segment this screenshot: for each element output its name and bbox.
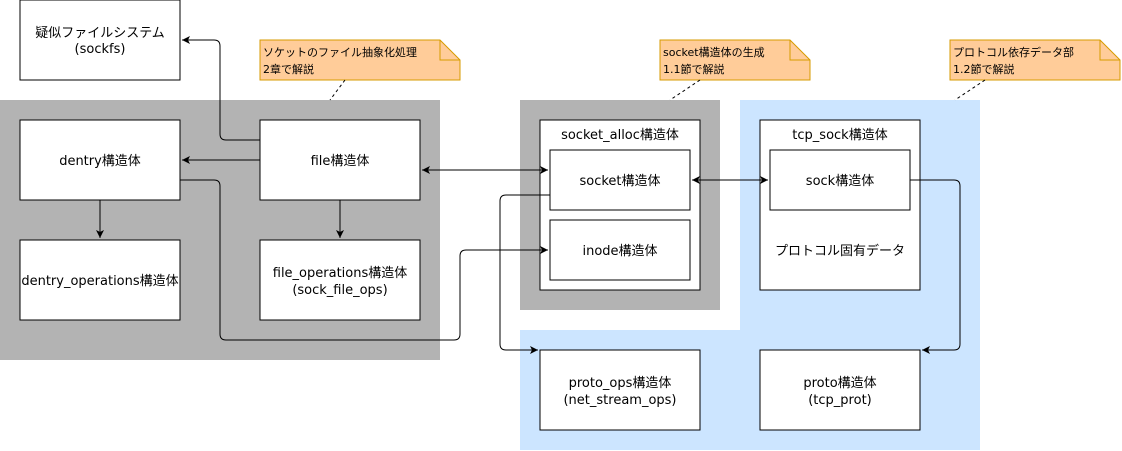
note-connector-file [329, 79, 346, 101]
proto-data-label: プロトコル固有データ [775, 243, 905, 259]
note-connector-proto [954, 79, 986, 101]
arrow-dentry-to-inode [180, 179, 548, 341]
dentry-box: dentry構造体 [19, 119, 181, 201]
note-socket-create-line1: socket構造体の生成 [663, 45, 765, 59]
socket-box: socket構造体 [549, 149, 691, 211]
sock-box: sock構造体 [769, 149, 911, 211]
proto-line1: proto構造体 [803, 376, 876, 391]
dentry-ops-label: dentry_operations構造体 [21, 274, 178, 289]
tcp-sock-label: tcp_sock構造体 [792, 128, 887, 143]
file-label: file構造体 [311, 154, 370, 169]
note-file-abstraction-line2: 2章で解説 [263, 62, 314, 76]
inode-label: inode構造体 [582, 244, 657, 259]
file-ops-box: file_operations構造体 (sock_file_ops) [259, 239, 421, 321]
file-box: file構造体 [259, 119, 421, 201]
proto-ops-line2: (net_stream_ops) [563, 393, 676, 408]
note-socket-create-line2: 1.1節で解説 [663, 62, 725, 76]
proto-ops-box: proto_ops構造体 (net_stream_ops) [539, 349, 701, 431]
socket-alloc-label: socket_alloc構造体 [561, 128, 679, 143]
proto-line2: (tcp_prot) [808, 393, 872, 408]
arrow-socket-to-proto-ops [499, 194, 550, 354]
note-socket-create: socket構造体の生成 1.1節で解説 [659, 39, 811, 81]
note-proto-data-line2: 1.2節で解説 [953, 62, 1015, 76]
note-file-abstraction-line1: ソケットのファイル抽象化処理 [263, 45, 417, 59]
inode-box: inode構造体 [549, 219, 691, 281]
sock-label: sock構造体 [806, 174, 874, 189]
note-proto-data-line1: プロトコル依存データ部 [953, 45, 1074, 59]
arrow-file-to-sockfs [182, 36, 260, 141]
sockfs-line2: (sockfs) [75, 42, 126, 57]
sockfs-box: 疑似ファイルシステム (sockfs) [19, 0, 181, 81]
sockfs-line1: 疑似ファイルシステム [35, 25, 165, 41]
proto-ops-line1: proto_ops構造体 [569, 376, 672, 391]
dentry-ops-box: dentry_operations構造体 [19, 239, 181, 321]
file-ops-line1: file_operations構造体 [273, 266, 408, 281]
note-file-abstraction: ソケットのファイル抽象化処理 2章で解説 [259, 39, 461, 81]
dentry-label: dentry構造体 [59, 154, 141, 169]
note-connector-socket [669, 79, 701, 101]
socket-label: socket構造体 [579, 174, 660, 189]
note-proto-data: プロトコル依存データ部 1.2節で解説 [949, 39, 1121, 81]
file-ops-line2: (sock_file_ops) [292, 283, 387, 298]
arrow-sock-to-proto [910, 179, 961, 354]
proto-box: proto構造体 (tcp_prot) [759, 349, 921, 431]
